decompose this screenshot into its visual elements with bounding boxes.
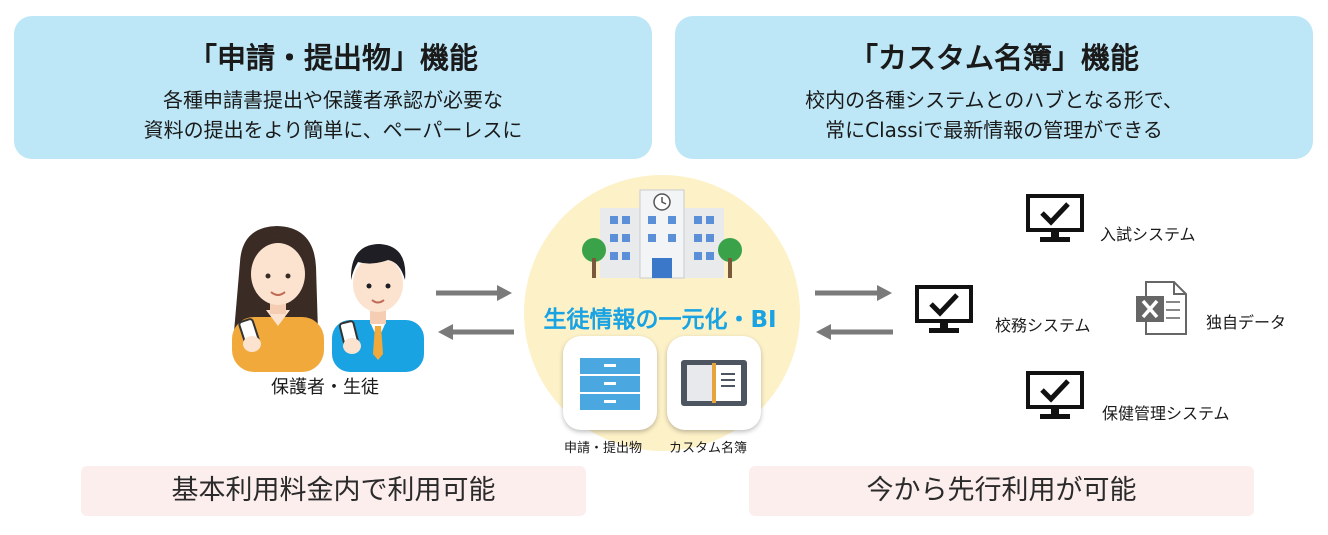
people-illustration — [232, 226, 424, 372]
system-label-entrance: 入試システム — [1100, 225, 1196, 244]
binder-icon — [681, 360, 747, 406]
tile-label: 申請・提出物 — [564, 441, 643, 456]
system-label-health: 保健管理システム — [1102, 404, 1230, 423]
feature-description: 各種申請書提出や保護者承認が必要な 資料の提出をより簡単に、ペーパーレスに — [14, 85, 652, 145]
feature-desc-line: 校内の各種システムとのハブとなる形で、 — [805, 88, 1183, 112]
feature-desc-line: 常にClassiで最新情報の管理ができる — [825, 118, 1163, 142]
arrow-head — [497, 285, 512, 301]
monitor-check-icon — [915, 285, 973, 333]
bottom-pill-right: 今から先行利用が可能 — [749, 466, 1254, 516]
system-label-school-affairs: 校務システム — [995, 316, 1091, 335]
cabinet-icon — [580, 358, 640, 410]
student-icon — [332, 244, 424, 372]
monitor-check-icon — [1026, 371, 1084, 419]
bottom-pill-left: 基本利用料金内で利用可能 — [81, 466, 586, 516]
feature-title: 「申請・提出物」機能 — [187, 41, 478, 75]
people-label: 保護者・生徒 — [271, 377, 379, 398]
monitor-check-icon — [1026, 194, 1084, 242]
feature-description: 校内の各種システムとのハブとなる形で、 常にClassiで最新情報の管理ができる — [675, 85, 1313, 145]
arrow-head — [816, 324, 831, 340]
excel-file-icon — [1136, 281, 1187, 335]
woman-icon — [232, 226, 324, 372]
arrow-head — [877, 285, 892, 301]
school-building-icon — [582, 189, 742, 279]
feature-title: 「カスタム名簿」機能 — [848, 41, 1139, 75]
tile-custom-roster — [667, 336, 761, 430]
center-title: 生徒情報の一元化・BI — [543, 307, 777, 333]
feature-box-custom-roster: 「カスタム名簿」機能 校内の各種システムとのハブとなる形で、 常にClassiで… — [675, 16, 1313, 159]
arrow-head — [438, 324, 453, 340]
tile-submission — [563, 336, 657, 430]
tile-label: カスタム名簿 — [669, 441, 748, 456]
feature-desc-line: 資料の提出をより簡単に、ペーパーレスに — [143, 118, 523, 142]
feature-box-submission: 「申請・提出物」機能 各種申請書提出や保護者承認が必要な 資料の提出をより簡単に… — [14, 16, 652, 159]
system-label-original-data: 独自データ — [1206, 313, 1287, 332]
feature-desc-line: 各種申請書提出や保護者承認が必要な — [163, 88, 503, 112]
